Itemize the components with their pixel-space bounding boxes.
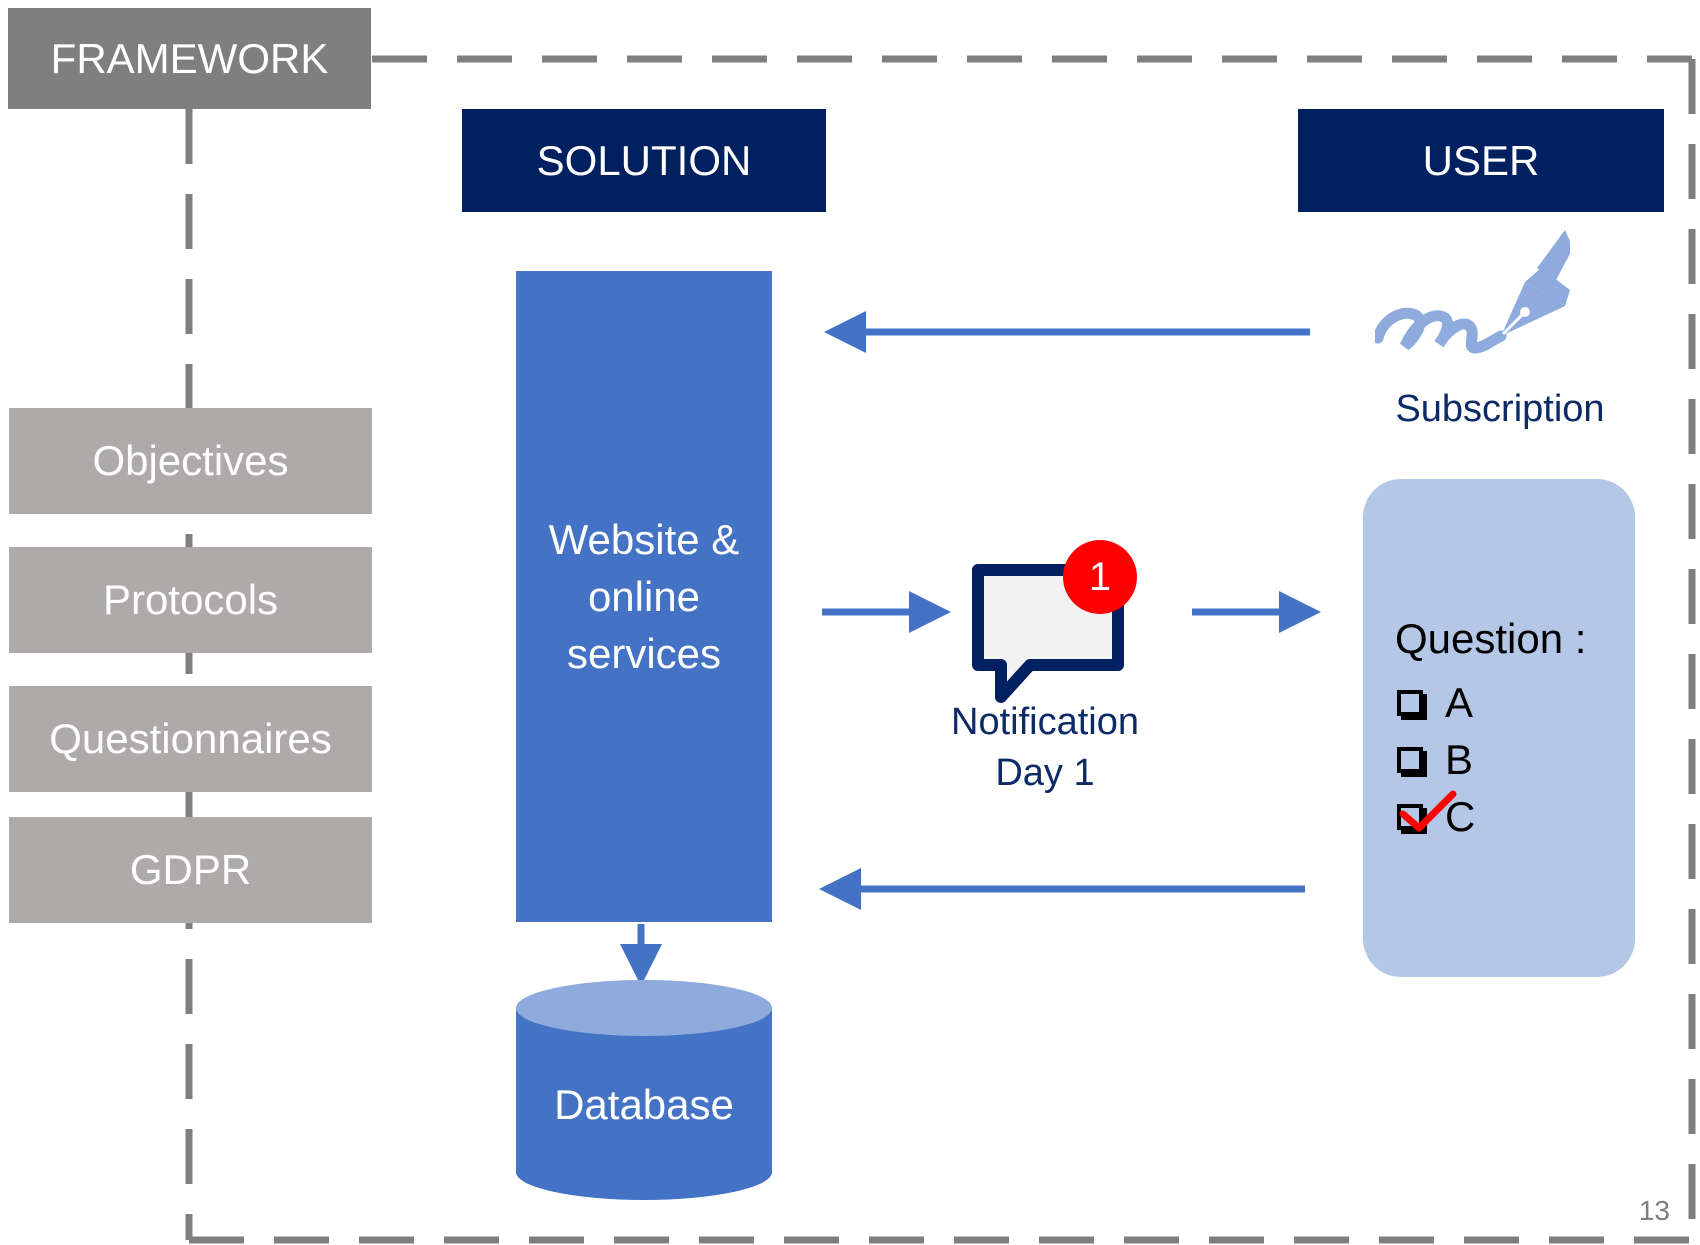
website-services-line-1: Website & — [548, 516, 740, 563]
question-option-c[interactable]: C — [1397, 788, 1475, 845]
notification-caption: Notification Day 1 — [920, 697, 1170, 799]
notification-label: Notification — [951, 701, 1139, 743]
framework-item-gdpr: GDPR — [9, 817, 372, 923]
user-header: USER — [1298, 109, 1664, 212]
dashed-frame — [185, 55, 1696, 1244]
solution-header: SOLUTION — [462, 109, 826, 212]
framework-item-questionnaires: Questionnaires — [9, 686, 372, 792]
question-option-b[interactable]: B — [1397, 731, 1473, 788]
notification-day-label: Day 1 — [995, 752, 1095, 794]
option-a-label: A — [1445, 678, 1474, 726]
question-option-a[interactable]: A — [1397, 674, 1473, 731]
option-b-label: B — [1445, 735, 1474, 783]
subscription-label: Subscription — [1395, 388, 1605, 430]
checkbox-unchecked-icon[interactable] — [1397, 746, 1423, 773]
red-checkmark-icon — [1399, 790, 1457, 831]
question-card: Question : A B C — [1363, 479, 1635, 977]
signature-pen-icon — [1375, 230, 1570, 354]
website-services-line-3: services — [566, 630, 722, 677]
framework-item-objectives: Objectives — [9, 408, 372, 514]
framework-item-protocols: Protocols — [9, 547, 372, 653]
notification-badge: 1 — [1063, 540, 1137, 614]
website-services-line-2: online — [587, 573, 701, 620]
page-number: 13 — [1638, 1195, 1670, 1226]
question-title: Question : — [1395, 615, 1587, 662]
website-services-block: Website & online services — [516, 271, 772, 922]
framework-header: FRAMEWORK — [8, 8, 371, 109]
database-label: Database — [554, 1081, 734, 1128]
flow-arrows — [620, 311, 1321, 986]
checkbox-checked-icon[interactable] — [1397, 790, 1457, 831]
database-cylinder — [516, 980, 772, 1200]
checkbox-unchecked-icon[interactable] — [1397, 689, 1423, 716]
